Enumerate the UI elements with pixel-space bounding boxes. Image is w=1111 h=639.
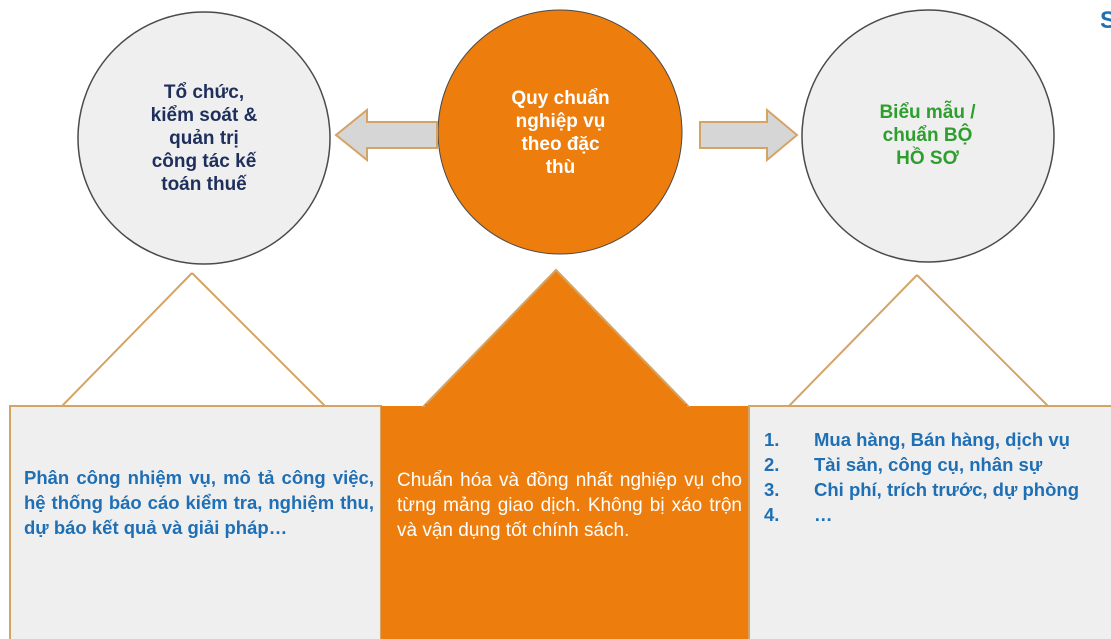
- circle-right-label: Biểu mẫu / chuẩn BỘ HỒ SƠ: [879, 101, 976, 169]
- box-right-list: 1. Mua hàng, Bán hàng, dịch vụ 2. Tài sản,…: [764, 427, 1104, 527]
- list-item-text: Chi phí, trích trước, dự phòng: [814, 479, 1080, 500]
- list-item-number: 1.: [764, 429, 780, 450]
- list-item: 1. Mua hàng, Bán hàng, dịch vụ: [764, 427, 1104, 452]
- up-arrow-icon: [487, 406, 627, 639]
- list-item: 2. Tài sản, công cụ, nhân sự: [764, 452, 1104, 477]
- box-center-description: Chuẩn hóa và đồng nhất nghiệp vụ cho từn…: [397, 470, 742, 541]
- list-item-number: 3.: [764, 479, 780, 500]
- list-item-number: 4.: [764, 504, 780, 525]
- list-item: 4. …: [764, 502, 1104, 527]
- list-item-text: …: [814, 504, 833, 525]
- list-item-text: Tài sản, công cụ, nhân sự: [814, 454, 1043, 475]
- right-arrow-icon: [699, 107, 799, 163]
- box-center: [381, 406, 749, 639]
- list-item-text: Mua hàng, Bán hàng, dịch vụ: [814, 429, 1070, 450]
- circle-center-label: Quy chuẩn nghiệp vụ theo đặc thù: [511, 87, 610, 178]
- arrow-joint: [425, 404, 687, 412]
- circle-left-label: Tổ chức, kiểm soát & quản trị công tác k…: [150, 81, 258, 195]
- circle-right: [801, 9, 1055, 263]
- box-left-description: Phân công nhiệm vụ, mô tả công việc, hệ …: [24, 467, 374, 538]
- left-arrow-icon: [334, 107, 438, 163]
- circle-left: [77, 11, 331, 265]
- up-arrow-icon: [421, 268, 691, 411]
- list-item: 3. Chi phí, trích trước, dự phòng: [764, 477, 1104, 502]
- list-item-number: 2.: [764, 454, 780, 475]
- logo: S: [1100, 7, 1111, 34]
- box-right-fill: [750, 407, 1111, 639]
